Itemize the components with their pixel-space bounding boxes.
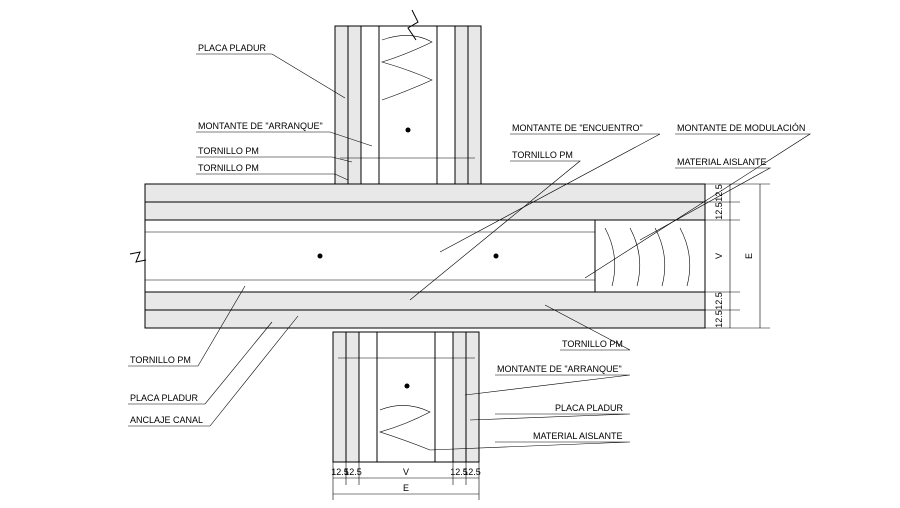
h-wall-insulation-zone <box>594 219 706 293</box>
bottom-dim-1: 12.5 <box>331 467 349 477</box>
top-wall-cavity <box>378 25 438 185</box>
label-tornillo-pm-2: TORNILLO PM <box>198 163 259 173</box>
leader-tornillo-right <box>544 304 631 351</box>
bottom-wall-board-4 <box>465 331 480 463</box>
right-dim-lines <box>729 184 761 328</box>
right-dim-e: E <box>744 253 754 259</box>
bottom-wall-board-1 <box>332 331 347 463</box>
bottom-wall-stud-left <box>358 331 378 463</box>
h-wall-insulation <box>604 227 691 287</box>
bottom-wall-insulation <box>378 405 431 451</box>
label-tornillo-pm-center: TORNILLO PM <box>512 150 573 160</box>
top-break-line <box>407 9 419 41</box>
label-montante-arranque-top: MONTANTE DE "ARRANQUE" <box>198 121 323 131</box>
bottom-wall-stud-right <box>434 331 454 463</box>
right-dim-2: 12.5 <box>714 202 724 220</box>
bottom-dim-e: E <box>403 483 409 493</box>
h-wall-board-3 <box>144 291 706 311</box>
right-dim-3: 12.5 <box>714 292 724 310</box>
h-stud-screw-dot-2 <box>493 253 499 259</box>
leader-placa-left <box>128 321 273 405</box>
label-material-aislante-top: MATERIAL AISLANTE <box>677 157 767 167</box>
h-wall-board-4 <box>144 309 706 329</box>
left-break-line <box>129 251 147 263</box>
label-montante-modulacion: MONTANTE DE MODULACIÓN <box>677 123 805 133</box>
label-placa-pladur-bottom: PLACA PLADUR <box>555 403 624 413</box>
label-montante-encuentro: MONTANTE DE "ENCUENTRO" <box>512 123 643 133</box>
leader-placa-top <box>196 53 346 99</box>
h-wall-stud-zone <box>144 219 596 293</box>
bottom-dim-3: 12.5 <box>450 467 468 477</box>
top-wall-insulation <box>380 35 433 101</box>
h-wall-board-2 <box>144 201 706 221</box>
h-stud-screw-dot-1 <box>317 253 323 259</box>
bottom-dim-2: 12.5 <box>344 467 362 477</box>
top-wall-stud-left <box>360 25 380 185</box>
leader-tornillo-2 <box>196 173 349 181</box>
bottom-dim-lines <box>333 477 479 495</box>
horizontal-wall <box>129 183 706 329</box>
leader-placa-bottom <box>469 413 631 421</box>
label-tornillo-pm-left: TORNILLO PM <box>130 355 191 365</box>
bottom-wall-board-3 <box>452 331 467 463</box>
label-material-aislante-bottom: MATERIAL AISLANTE <box>533 431 623 441</box>
bottom-dim-extension-lines <box>332 462 480 500</box>
top-wall-board-2 <box>347 25 362 185</box>
top-wall-board-4 <box>467 25 482 185</box>
leader-tornillo-center <box>409 160 581 301</box>
label-tornillo-pm-1: TORNILLO PM <box>198 146 259 156</box>
bottom-stud-screw-dot <box>404 383 410 389</box>
h-wall-track-lines <box>145 231 595 281</box>
bottom-wall-cavity <box>376 331 436 463</box>
leader-encuentro <box>439 133 661 253</box>
right-dim-v: V <box>714 253 724 259</box>
top-wall-stud-right <box>436 25 456 185</box>
right-dim-4: 12.5 <box>714 310 724 328</box>
h-wall-board-1 <box>144 183 706 203</box>
leader-montante-bottom <box>464 374 631 396</box>
top-stud-screw-dot <box>405 127 411 133</box>
bottom-wall-board-2 <box>345 331 360 463</box>
label-montante-arranque-bottom: MONTANTE DE "ARRANQUE" <box>497 364 622 374</box>
bottom-dim-v: V <box>403 467 409 477</box>
leader-tornillo-left <box>128 285 246 367</box>
label-placa-pladur-left: PLACA PLADUR <box>130 393 199 403</box>
bottom-dim-4: 12.5 <box>463 467 481 477</box>
label-anclaje-canal: ANCLAJE CANAL <box>130 415 203 425</box>
right-dimensions: 12.5 12.5 V 12.5 12.5 E <box>705 183 770 329</box>
top-wall <box>334 9 482 185</box>
right-dim-extension-lines <box>705 183 770 329</box>
label-placa-pladur-top: PLACA PLADUR <box>198 43 267 53</box>
leader-anclaje <box>128 315 299 427</box>
leader-aislante-top <box>639 167 772 241</box>
leader-modulacion <box>584 133 812 279</box>
label-tornillo-pm-right: TORNILLO PM <box>562 339 623 349</box>
leader-lines <box>128 53 812 451</box>
leader-montante-top <box>196 131 373 147</box>
leader-tornillo-1 <box>196 156 353 163</box>
labels: PLACA PLADUR MONTANTE DE "ARRANQUE" TORN… <box>130 43 805 441</box>
bottom-wall <box>332 331 480 463</box>
bottom-dimensions: 12.5 12.5 V 12.5 12.5 E <box>331 462 481 500</box>
top-wall-board-3 <box>454 25 469 185</box>
right-dim-1: 12.5 <box>714 184 724 202</box>
leader-aislante-bottom <box>429 441 631 451</box>
